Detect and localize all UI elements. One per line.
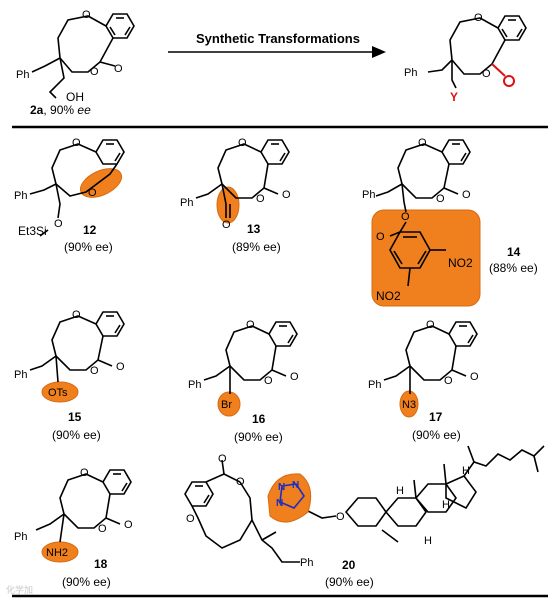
structure-15: O O O Ph OTs [14,309,125,403]
phenyl-label: Ph [16,69,29,81]
structure-16: O O O Ph Br [188,319,299,417]
compound-id-2a: 2a [30,103,44,117]
variable-group-y: Y [450,90,458,104]
oxygen-atom: O [426,319,435,331]
oxygen-atom: O [88,187,97,199]
oxygen-atom: O [218,453,227,465]
structure-20: N N N O O O O Ph H H H H [184,445,545,569]
phenyl-label: Ph [188,379,201,391]
ester-oxygen: O [401,211,410,223]
nitrogen-atom: N [278,482,285,493]
oxygen-atom: O [72,309,81,321]
compound-id-18: 18 [94,557,108,571]
substituent-br: Br [221,399,232,411]
oxygen-atom: O [90,66,99,78]
carbonyl-bond-red [491,63,506,77]
structure-product [427,15,527,89]
ee-14: (88% ee) [489,261,538,275]
phenyl-label: Ph [362,189,375,201]
carbonyl-oxygen: O [290,371,299,383]
watermark: 化学加 [6,585,34,595]
ee-17: (90% ee) [412,428,461,442]
substituent-n3: N3 [402,399,416,411]
compound-id-17: 17 [429,410,443,424]
nitrogen-atom: N [276,498,283,509]
label-2a: 2a, 90% ee [30,103,91,117]
substituent-oh: OH [66,90,84,104]
carbonyl-oxygen: O [462,189,471,201]
substituent-ots: OTs [48,387,68,399]
ee-15: (90% ee) [52,428,101,442]
compound-id-12: 12 [83,223,97,237]
compound-id-14: 14 [507,245,521,259]
substituent-et3si: Et3Si [18,224,47,238]
start-ee-text: , 90% [43,103,78,117]
structure-18: O O O Ph NH2 [14,467,133,563]
oxygen-atom: O [246,319,255,331]
structure-2a [31,13,135,99]
compound-id-13: 13 [247,222,261,236]
hydrogen-atom: H [462,465,470,477]
oxygen-atom: O [238,137,247,149]
phenyl-label: Ph [368,379,381,391]
carbonyl-oxygen: O [470,371,479,383]
ee-18: (90% ee) [62,575,111,589]
oxygen-atom: O [264,375,273,387]
phenyl-label: Ph [404,67,417,79]
oxygen-atom: O [72,137,81,149]
structure-17: O O O Ph N3 [368,319,479,418]
ee-13: (89% ee) [232,240,281,254]
substituent-nh2: NH2 [46,547,68,559]
compound-id-16: 16 [252,412,266,426]
hydrogen-atom: H [396,485,404,497]
nitrogen-atom: N [292,480,299,491]
ee-20: (90% ee) [325,575,374,589]
compound-id-15: 15 [68,410,82,424]
oxygen-atom: O [82,9,91,21]
ee-12: (90% ee) [64,240,113,254]
oxygen-atom: O [256,193,265,205]
oxygen-atom: O [482,68,491,80]
nitro-group-right: NO2 [448,256,473,270]
phenyl-label: Ph [14,190,27,202]
ester-carbonyl-oxygen: O [376,231,385,243]
ee-16: (90% ee) [234,430,283,444]
hydrogen-atom: H [424,535,432,547]
oxygen-atom: O [336,511,345,523]
structure-13: O O O O Ph [180,137,291,231]
structure-12: O O O Ph [14,137,125,237]
oxygen-atom: O [436,193,445,205]
reaction-arrow [168,46,386,58]
phenyl-label: Ph [300,557,313,569]
oxygen-atom: O [80,467,89,479]
carbonyl-oxygen: O [124,519,133,531]
structure-14: O O O O O Ph [362,137,481,307]
hydrogen-atom: H [442,499,450,511]
oxygen-atom: O [236,476,245,488]
aldehyde-oxygen: O [222,219,231,231]
oxygen-atom: O [474,12,483,24]
oxygen-atom: O [186,513,195,525]
phenyl-label: Ph [14,369,27,381]
compound-id-20: 20 [342,558,356,572]
oxygen-atom: O [418,137,427,149]
oxygen-atom: O [90,365,99,377]
carbonyl-oxygen-red [503,75,515,87]
phenyl-label: Ph [14,531,27,543]
oxygen-atom: O [444,375,453,387]
nitro-group-bottom: NO2 [376,289,401,303]
oxygen-atom: O [98,523,107,535]
start-ee-italic: ee [77,103,91,117]
oxygen-atom: O [54,218,63,230]
carbonyl-oxygen: O [282,189,291,201]
carbonyl-oxygen: O [116,361,125,373]
carbonyl-oxygen: O [114,63,123,75]
phenyl-label: Ph [180,197,193,209]
arrow-label: Synthetic Transformations [196,31,360,46]
